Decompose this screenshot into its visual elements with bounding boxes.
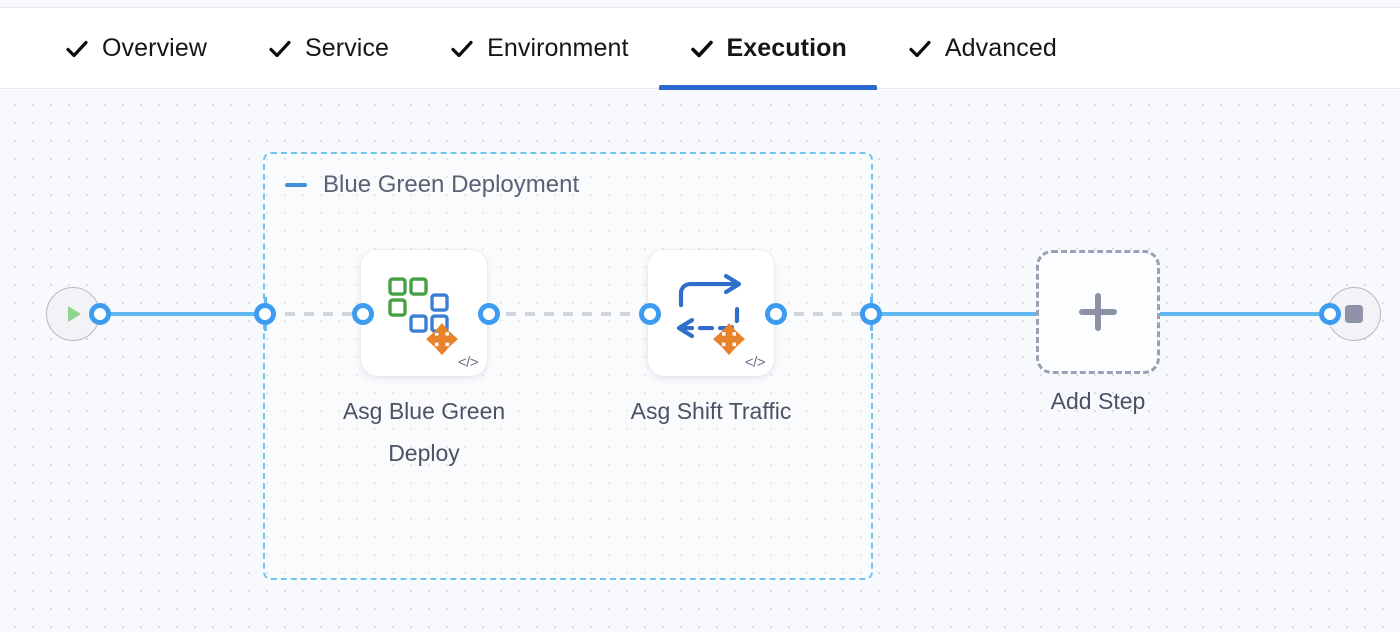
stage-group-title: Blue Green Deployment xyxy=(323,171,580,198)
execution-canvas[interactable]: Blue Green Deployment xyxy=(0,90,1400,632)
asg-shift-traffic-icon xyxy=(676,273,745,356)
stage-group-container[interactable] xyxy=(263,152,873,580)
check-icon xyxy=(64,36,90,62)
end-node-input-port[interactable] xyxy=(1319,303,1341,325)
minus-icon[interactable] xyxy=(283,172,309,198)
step-node-asg-shift-traffic[interactable]: </> xyxy=(648,250,774,376)
check-icon xyxy=(449,36,475,62)
pipeline-tab-bar: Overview Service Environment xyxy=(0,9,1400,90)
add-step-label: Add Step xyxy=(1050,388,1146,414)
tab-service[interactable]: Service xyxy=(237,9,419,89)
play-icon xyxy=(68,306,81,322)
stop-icon xyxy=(1345,305,1363,323)
tab-advanced[interactable]: Advanced xyxy=(877,9,1087,89)
code-badge: </> xyxy=(457,354,479,371)
step-node-asg-shift-traffic-label: Asg Shift Traffic xyxy=(630,398,792,424)
tab-label: Advanced xyxy=(944,34,1057,62)
check-icon xyxy=(689,36,715,62)
step-node-asg-blue-green-deploy-output-port[interactable] xyxy=(478,303,500,325)
group-entry-port[interactable] xyxy=(254,303,276,325)
plus-icon xyxy=(1079,293,1117,331)
check-icon xyxy=(267,36,293,62)
tab-environment[interactable]: Environment xyxy=(419,9,658,89)
tab-overview[interactable]: Overview xyxy=(34,9,237,89)
top-strip xyxy=(0,0,1400,8)
tab-label: Service xyxy=(305,34,390,62)
add-step-button[interactable] xyxy=(1036,250,1160,374)
step-node-asg-blue-green-deploy-input-port[interactable] xyxy=(352,303,374,325)
code-badge: </> xyxy=(744,354,766,371)
check-icon xyxy=(907,36,933,62)
tab-label: Environment xyxy=(487,34,629,62)
step-node-asg-blue-green-deploy-label: Asg Blue Green Deploy xyxy=(342,398,506,466)
tab-execution[interactable]: Execution xyxy=(658,9,877,90)
stage-group-header[interactable]: Blue Green Deployment xyxy=(283,170,579,200)
step-node-asg-shift-traffic-input-port[interactable] xyxy=(639,303,661,325)
group-exit-port[interactable] xyxy=(860,303,882,325)
start-node-output-port[interactable] xyxy=(89,303,111,325)
step-node-asg-blue-green-deploy[interactable]: </> xyxy=(361,250,487,376)
tab-label: Execution xyxy=(726,34,847,62)
step-node-asg-shift-traffic-output-port[interactable] xyxy=(765,303,787,325)
tab-label: Overview xyxy=(102,34,207,62)
asg-blue-green-deploy-icon xyxy=(388,277,458,356)
active-tab-underline xyxy=(658,84,877,90)
